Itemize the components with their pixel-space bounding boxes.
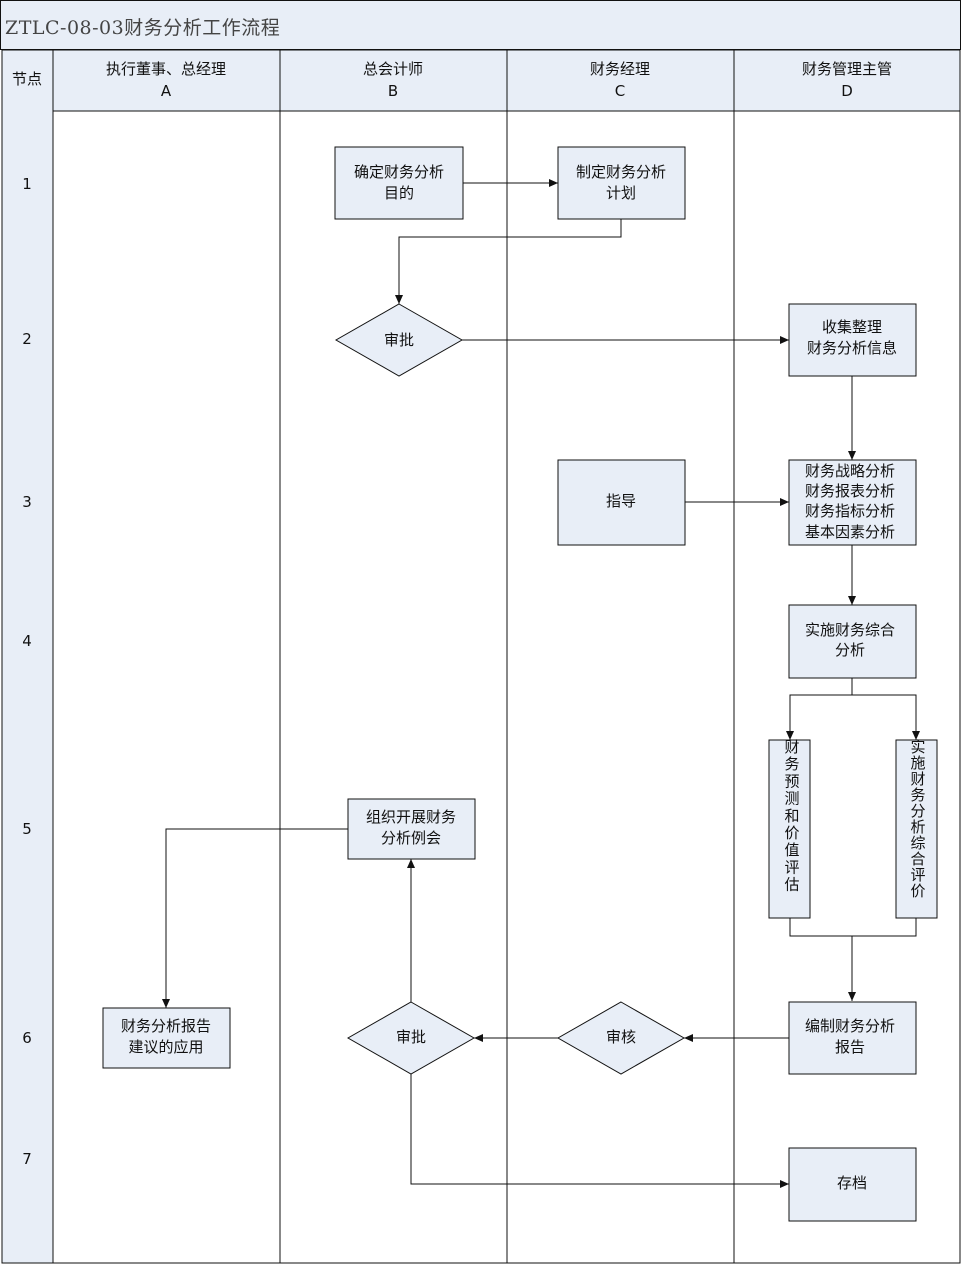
arrow-to-evaluation [852, 694, 920, 740]
step-application-line2: 建议的应用 [128, 1038, 203, 1056]
step-comprehensive-line1: 实施财务综合 [805, 621, 895, 639]
step-collect-line2: 财务分析信息 [807, 339, 897, 357]
step-approve2: 审批 [396, 1028, 426, 1046]
step-review: 审核 [606, 1028, 636, 1046]
title-bar: ZTLC-08-03财务分析工作流程 [0, 0, 961, 50]
box-determine-purpose [334, 146, 464, 220]
lane-d-code: D [841, 82, 853, 100]
step-analyses-line3: 财务指标分析 [805, 502, 895, 520]
box-meeting [347, 798, 476, 860]
box-forecast [768, 739, 811, 919]
step-evaluation-vertical: 实施财务分析综合评价 [910, 738, 925, 900]
node-number-4: 4 [22, 632, 32, 650]
lane-b-code: B [388, 82, 398, 100]
box-comprehensive [788, 604, 917, 679]
step-analyses-line2: 财务报表分析 [805, 482, 895, 500]
lane-a-code: A [161, 82, 172, 100]
step-meeting-line1: 组织开展财务 [366, 808, 456, 826]
vtext-evaluation-text: 实施财务分析综合评价 [910, 738, 925, 900]
lane-c-code: C [615, 82, 625, 100]
box-archive [788, 1147, 917, 1222]
step-plan-line2: 计划 [606, 184, 636, 202]
arrow-meeting-to-application [162, 828, 348, 1008]
box-application [102, 1007, 231, 1069]
node-number-5: 5 [22, 820, 32, 838]
node-number-1: 1 [22, 175, 32, 193]
step-analyses-line1: 财务战略分析 [805, 462, 895, 480]
step-application-line1: 财务分析报告 [121, 1017, 211, 1035]
vtext-forecast-text: 财务预测和价值评估 [784, 738, 799, 894]
step-collect-line1: 收集整理 [822, 318, 882, 336]
diamond-approve-1 [334, 303, 464, 377]
box-analyses [788, 459, 917, 546]
box-collect-info [788, 303, 917, 377]
step-approve1: 审批 [384, 331, 414, 349]
diamond-review [556, 1001, 686, 1075]
step-guide: 指导 [606, 492, 636, 510]
node-header: 节点 [12, 70, 42, 88]
step-meeting-line2: 分析例会 [381, 829, 441, 847]
step-report-line2: 报告 [835, 1038, 865, 1056]
step-report-line1: 编制财务分析 [805, 1017, 895, 1035]
box-guide [557, 459, 686, 546]
connectors [162, 179, 920, 1188]
lane-a-name: 执行董事、总经理 [106, 60, 226, 78]
step-analyses-line4: 基本因素分析 [805, 523, 895, 541]
step-forecast-vertical: 财务预测和价值评估 [784, 738, 799, 894]
box-make-plan [557, 146, 686, 220]
lane-d-name: 财务管理主管 [802, 60, 892, 78]
box-report [788, 1001, 917, 1075]
node-number-7: 7 [22, 1150, 32, 1168]
lane-b-name: 总会计师 [363, 60, 423, 78]
diamond-approve-2 [346, 1001, 476, 1075]
step-determine-line1: 确定财务分析 [354, 163, 444, 181]
arrow-to-forecast [786, 678, 853, 740]
node-number-6: 6 [22, 1029, 32, 1047]
node-number-3: 3 [22, 493, 32, 511]
arrow-approve-to-archive [410, 1074, 789, 1188]
box-evaluation [895, 739, 938, 919]
step-comprehensive-line2: 分析 [835, 641, 865, 659]
page-title: ZTLC-08-03财务分析工作流程 [5, 17, 281, 39]
node-column [1, 49, 54, 1264]
arrow-plan-to-approve [395, 219, 622, 304]
node-number-2: 2 [22, 330, 32, 348]
lane-c-name: 财务经理 [590, 60, 650, 78]
step-determine-line2: 目的 [384, 184, 414, 202]
step-plan-line1: 制定财务分析 [576, 163, 666, 181]
step-archive: 存档 [837, 1174, 867, 1192]
merge-line [789, 918, 917, 937]
